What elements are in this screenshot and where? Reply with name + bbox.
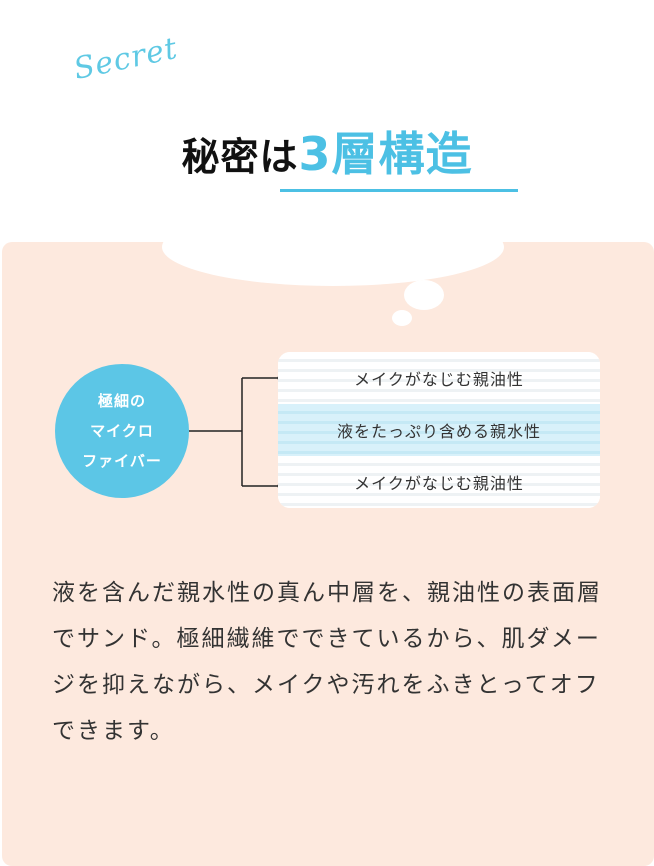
layer-stack: メイクがなじむ親油性 液をたっぷり含める親水性 メイクがなじむ親油性 <box>278 352 600 508</box>
layer-bottom-lipophilic: メイクがなじむ親油性 <box>278 456 600 508</box>
layer-top-label: メイクがなじむ親油性 <box>354 370 524 389</box>
fiber-label-line-1: 極細の <box>97 392 146 410</box>
content-card <box>2 242 654 866</box>
cloud-shape <box>162 208 504 286</box>
layer-middle-label: 液をたっぷり含める親水性 <box>336 422 541 441</box>
layer-bottom-label: メイクがなじむ親油性 <box>354 474 524 493</box>
description-text: 液を含んだ親水性の真ん中層を、親油性の表面層でサンド。極細繊維でできているから、… <box>52 580 602 744</box>
page-title: 秘密は3層構造 <box>0 118 654 184</box>
title-underline <box>280 189 518 192</box>
title-highlight: 3層構造 <box>298 127 473 181</box>
fiber-label-line-2: マイクロ <box>90 422 154 440</box>
fiber-label-line-3: ファイバー <box>82 452 162 470</box>
microfiber-circle: 極細の マイクロ ファイバー <box>55 364 189 498</box>
layer-middle-hydrophilic: 液をたっぷり含める親水性 <box>278 404 600 456</box>
title-prefix: 秘密は <box>181 135 299 179</box>
layer-top-lipophilic: メイクがなじむ親油性 <box>278 352 600 404</box>
thought-bubble-small <box>392 310 412 326</box>
thought-bubble-large <box>404 280 444 310</box>
